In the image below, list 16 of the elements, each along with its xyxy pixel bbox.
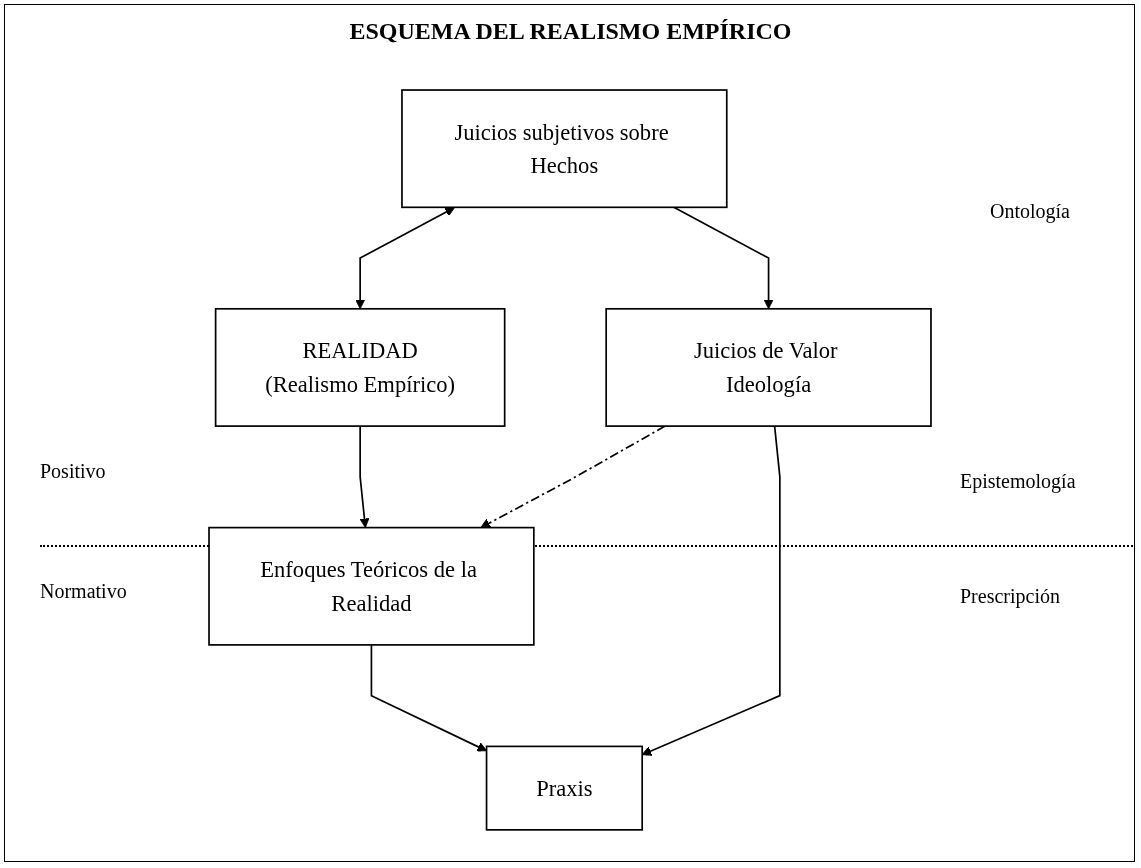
arrow <box>355 207 455 310</box>
arrow <box>673 206 774 310</box>
node-box: REALIDAD (Realismo Empírico) <box>214 308 506 427</box>
zone-label: Prescripción <box>960 585 1060 608</box>
node-box: Juicios subjetivos sobre Hechos <box>401 89 728 209</box>
zone-label: Epistemología <box>960 470 1076 493</box>
node-box: Praxis <box>485 745 644 831</box>
arrow <box>370 644 487 752</box>
node-box: Enfoques Teóricos de la Realidad <box>208 526 535 646</box>
arrow <box>480 425 666 529</box>
arrow <box>359 425 370 529</box>
diagram-title: ESQUEMA DEL REALISMO EMPÍRICO <box>349 18 792 45</box>
zone-label: Ontología <box>990 200 1070 223</box>
zone-label: Normativo <box>40 580 127 603</box>
zone-label: Positivo <box>40 460 106 483</box>
node-box: Juicios de Valor Ideología <box>605 308 932 427</box>
